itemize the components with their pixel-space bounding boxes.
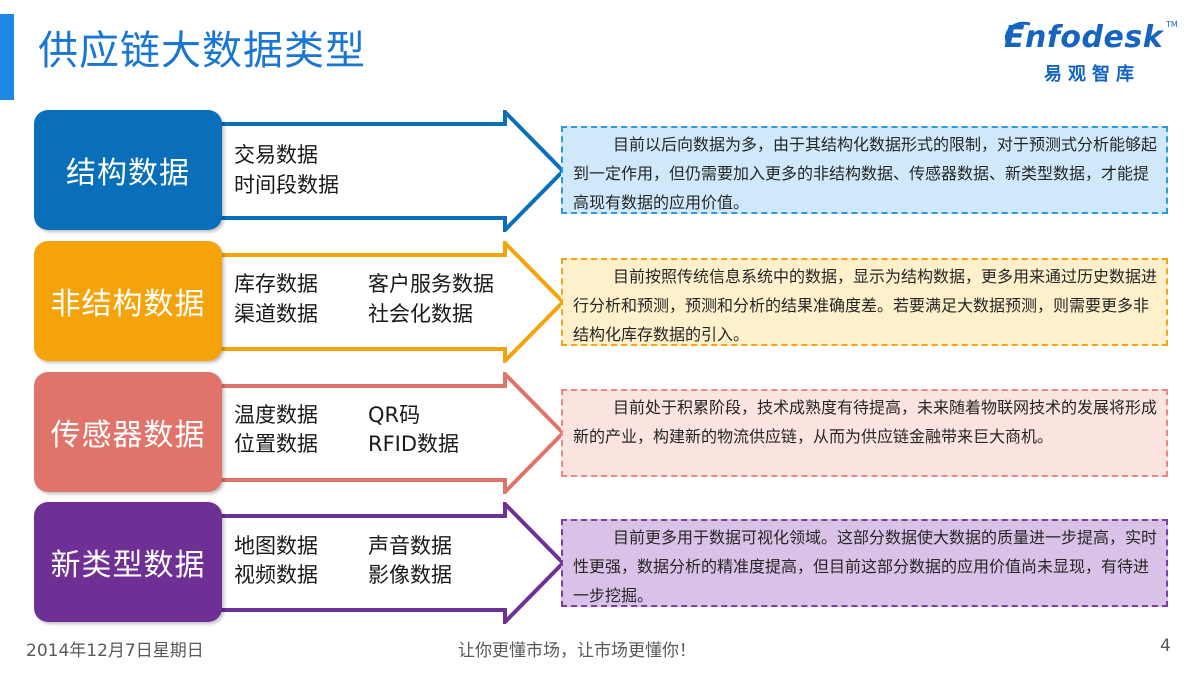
page-number: 4	[1160, 636, 1171, 656]
logo-swoosh-icon	[1005, 21, 1031, 45]
data-item: 影像数据	[368, 563, 452, 587]
enfodesk-logo: Enfodesk TM 易观智库	[1000, 14, 1180, 88]
data-type-row: 传感器数据 温度数据 位置数据 QR码 RFID数据 目前处于积累阶段，技术成熟…	[0, 372, 1200, 494]
description-box: 目前以后向数据为多，由于其结构化数据形式的限制，对于预测式分析能够起到一定作用，…	[561, 126, 1168, 214]
data-item: 声音数据	[368, 534, 452, 558]
page-title: 供应链大数据类型	[38, 28, 366, 74]
data-type-row: 新类型数据 地图数据 视频数据 声音数据 影像数据 目前更多用于数据可视化领域。…	[0, 502, 1200, 624]
data-type-row: 结构数据 交易数据 时间段数据 目前以后向数据为多，由于其结构化数据形式的限制，…	[0, 110, 1200, 232]
arrow-shape	[215, 372, 566, 494]
data-item: QR码	[368, 403, 421, 427]
data-item: RFID数据	[368, 432, 460, 456]
arrow-shape	[215, 241, 566, 363]
arrow-shape	[215, 110, 566, 232]
logo-wordmark: Enfodesk	[1004, 20, 1164, 55]
description-box: 目前处于积累阶段，技术成熟度有待提高，未来随着物联网技术的发展将形成新的产业，构…	[561, 389, 1168, 477]
category-box: 非结构数据	[34, 241, 222, 361]
data-item: 库存数据	[234, 272, 318, 296]
data-item: 视频数据	[234, 563, 318, 587]
data-item: 地图数据	[234, 534, 318, 558]
title-accent-bar	[0, 14, 14, 100]
data-item: 位置数据	[234, 432, 318, 456]
data-item: 时间段数据	[234, 173, 339, 197]
data-item: 渠道数据	[234, 302, 318, 326]
data-item: 客户服务数据	[368, 272, 494, 296]
data-item: 社会化数据	[368, 302, 473, 326]
logo-chinese-name: 易观智库	[1044, 64, 1140, 85]
category-box: 传感器数据	[34, 372, 222, 492]
data-item: 交易数据	[234, 143, 318, 167]
logo-trademark: TM	[1166, 20, 1178, 29]
footer-slogan: 让你更懂市场，让市场更懂你！	[458, 641, 696, 661]
description-box: 目前按照传统信息系统中的数据，显示为结构数据，更多用来通过历史数据进行分析和预测…	[561, 258, 1168, 346]
data-type-row: 非结构数据 库存数据 渠道数据 客户服务数据 社会化数据 目前按照传统信息系统中…	[0, 241, 1200, 363]
category-box: 结构数据	[34, 110, 222, 230]
category-box: 新类型数据	[34, 502, 222, 622]
arrow-shape	[215, 502, 566, 624]
footer-date: 2014年12月7日星期日	[26, 641, 204, 661]
data-item: 温度数据	[234, 403, 318, 427]
description-box: 目前更多用于数据可视化领域。这部分数据使大数据的质量进一步提高，实时性更强，数据…	[561, 519, 1168, 607]
